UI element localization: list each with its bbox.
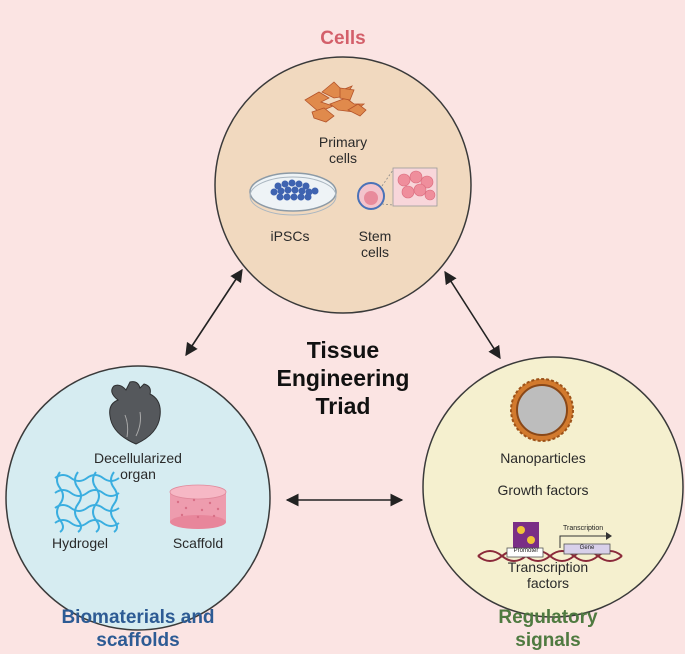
hydrogel-mesh-icon xyxy=(54,471,120,533)
petri-dish-icon xyxy=(249,172,337,216)
decell-line1: Decellularized xyxy=(94,450,182,466)
primary-cells-line2: cells xyxy=(328,150,357,166)
primary-cells-line1: Primary xyxy=(318,134,368,150)
transcription-factors-line2: factors xyxy=(526,575,569,591)
stem-cells-line1: Stem xyxy=(358,228,392,244)
mini-transcription-label: Transcription xyxy=(563,525,604,532)
regulatory-title-line2: signals xyxy=(515,630,581,651)
nanoparticles-label: Nanoparticles xyxy=(500,450,586,466)
primary-cells-label: Primary cells xyxy=(303,134,383,166)
cells-title: Cells xyxy=(320,28,366,49)
scaffold-cylinder-icon xyxy=(169,484,227,529)
biomaterials-circle xyxy=(5,365,271,631)
arrow-cells-regulatory xyxy=(444,270,501,360)
stem-cells-line2: cells xyxy=(360,244,389,260)
stem-cells-label: Stem cells xyxy=(345,228,405,260)
fibroblast-cells-icon xyxy=(304,81,367,123)
transcription-factors-label: Transcription factors xyxy=(493,559,603,591)
growth-factors-label: Growth factors xyxy=(497,482,589,498)
mini-promoter-label: Promoter xyxy=(513,548,539,554)
decellularized-organ-label: Decellularized organ xyxy=(75,450,201,482)
mini-gene-label: Gene xyxy=(579,545,595,551)
cells-circle xyxy=(214,56,472,314)
dna-gene-icon xyxy=(477,522,623,562)
heart-organ-icon xyxy=(109,381,161,445)
arrow-cells-biomaterials xyxy=(185,268,243,357)
center-title: Tissue Engineering Triad xyxy=(270,336,416,420)
transcription-factors-line1: Transcription xyxy=(507,559,589,575)
stem-cell-icon xyxy=(357,167,438,210)
biomaterials-title-line1: Biomaterials and xyxy=(61,607,215,628)
biomaterials-title: Biomaterials and scaffolds xyxy=(36,606,240,652)
biomaterials-title-line2: scaffolds xyxy=(96,630,180,651)
center-title-line2: Engineering xyxy=(276,365,410,391)
regulatory-title-line1: Regulatory xyxy=(498,607,598,628)
center-title-line3: Triad xyxy=(315,393,371,419)
nanoparticle-icon xyxy=(510,378,574,442)
decell-line2: organ xyxy=(120,466,156,482)
scaffold-label: Scaffold xyxy=(172,535,224,551)
regulatory-title: Regulatory signals xyxy=(478,606,618,652)
ipscs-label: iPSCs xyxy=(270,228,310,244)
center-title-line1: Tissue xyxy=(306,337,380,363)
hydrogel-label: Hydrogel xyxy=(51,535,109,551)
